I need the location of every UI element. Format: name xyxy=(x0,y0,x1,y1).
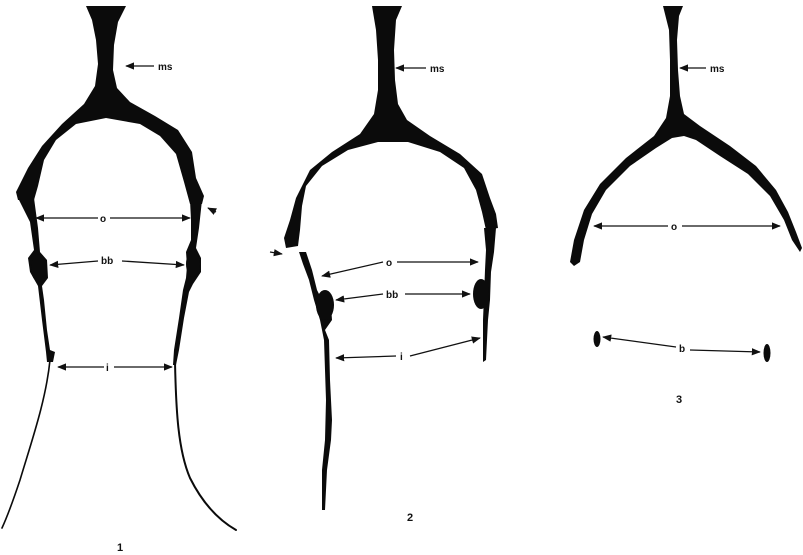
figure-1-bb-label: bb xyxy=(101,256,113,267)
figure-1-i-label: i xyxy=(106,363,109,374)
figure-3-median-septum xyxy=(570,6,802,266)
figure-1-o-label: o xyxy=(100,214,106,225)
figure-3-b-label: b xyxy=(679,344,685,355)
figure-3: ms o b 3 xyxy=(570,6,802,406)
figure-2-bb-arrow-left xyxy=(336,294,383,300)
figure-1-bb-arrow-right xyxy=(122,261,184,265)
figure-3-ms-label: ms xyxy=(710,64,725,75)
figure-1-median-septum xyxy=(16,6,204,204)
figure-1-right-tail xyxy=(175,362,236,530)
figure-2-median-septum xyxy=(284,6,498,248)
figure-3-number: 3 xyxy=(676,394,682,406)
figure-2-o-label: o xyxy=(386,258,392,269)
figure-2-o-arrow-left xyxy=(322,262,383,276)
figure-1-bulb-left xyxy=(31,254,47,282)
figure-1-ms-label: ms xyxy=(158,62,173,73)
figure-2-i-arrow-left xyxy=(336,356,396,358)
figure-2-side-arrow xyxy=(270,252,282,254)
figure-1-left-tail xyxy=(2,360,50,528)
figure-3-b-arrow-right xyxy=(690,350,760,352)
figure-2-ms-label: ms xyxy=(430,64,445,75)
figure-3-b-arrow-left xyxy=(603,337,676,347)
figure-1: ms o bb i 1 xyxy=(2,6,236,554)
figure-2-bulb-right xyxy=(473,279,489,309)
figure-2-bb-label: bb xyxy=(386,290,398,301)
figure-2-bulb-left xyxy=(316,290,334,320)
figure-2-number: 2 xyxy=(407,512,413,524)
figure-1-number: 1 xyxy=(117,542,123,554)
figure-3-bulb-right xyxy=(764,344,771,362)
figure-2-i-label: i xyxy=(400,352,403,363)
figure-2: ms o bb i 2 xyxy=(270,6,498,524)
figure-3-o-label: o xyxy=(671,222,677,233)
figure-2-i-arrow-right xyxy=(410,338,480,356)
figure-1-bulb-right xyxy=(186,251,200,277)
figure-1-right-wall xyxy=(173,200,202,365)
figure-1-side-arrow xyxy=(208,208,216,212)
figure-1-bb-arrow-left xyxy=(50,261,98,265)
figure-3-bulb-left xyxy=(594,331,601,347)
